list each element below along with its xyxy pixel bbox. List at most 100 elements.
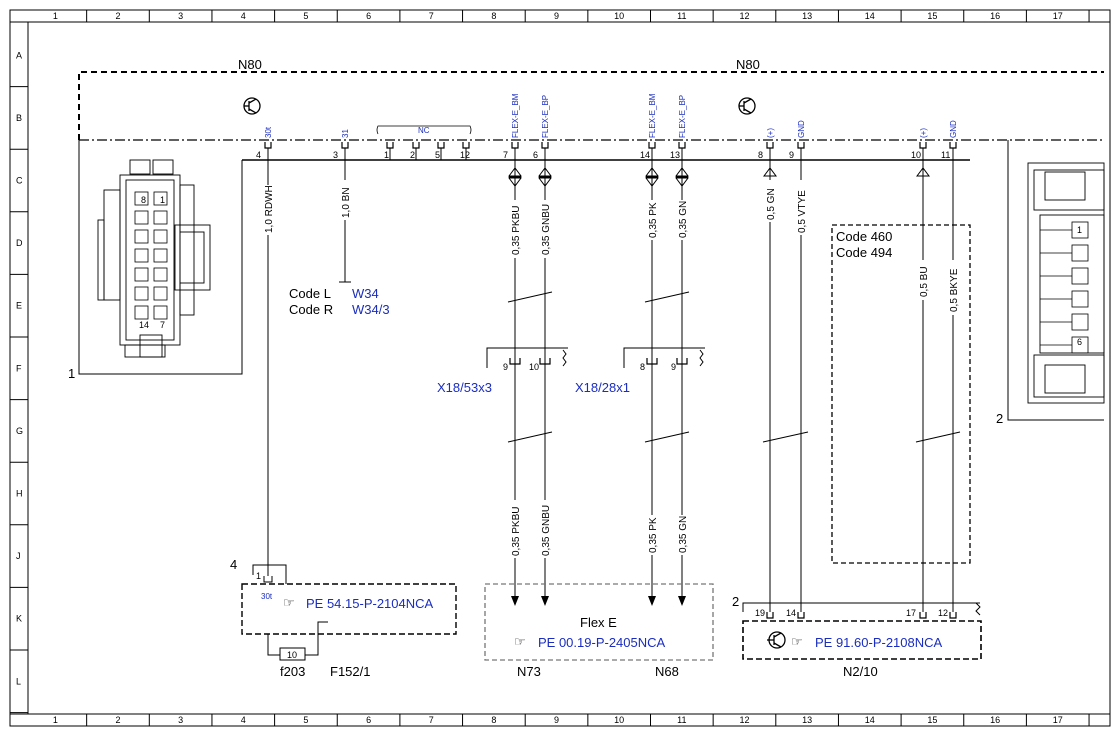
connector-1-pin: 1 (160, 195, 165, 205)
connector-cell (153, 229, 168, 244)
connector-1-pin: 8 (141, 195, 146, 205)
flex-e-reference-link[interactable]: PE 00.19-P-2405NCA (538, 635, 666, 650)
n80-pin: 12 (460, 142, 470, 160)
pin-number: 6 (533, 150, 538, 160)
connector-2-drawing (1027, 162, 1105, 404)
pin-number: 9 (789, 150, 794, 160)
grid-row-label: C (16, 176, 23, 186)
n80-pin: 2 (410, 142, 420, 160)
pin-signal: FLEX-E_BM (648, 93, 657, 138)
grid-column-label: 9 (554, 11, 559, 21)
grid-row-label: G (16, 426, 23, 436)
f152-pin-signal: 30t (261, 592, 273, 601)
pin-number: 2 (410, 150, 415, 160)
connector-2-pin: 1 (1077, 225, 1082, 235)
grid-column-label: 10 (614, 11, 624, 21)
nc-label: NC (418, 126, 430, 135)
pin-tick (341, 142, 349, 149)
wire-label-masks (261, 180, 960, 558)
grid-column-label: 4 (241, 11, 246, 21)
pin-tick (511, 142, 519, 149)
code-r-ref: W34/3 (352, 302, 390, 317)
grid-row-label: F (16, 363, 22, 373)
connector-cell (153, 210, 168, 225)
n80-pin: 331 (333, 129, 350, 160)
flex-e-box (484, 583, 714, 661)
f152-pin-bracket (252, 564, 328, 661)
f152-number: 4 (230, 557, 237, 572)
n2-label: N2/10 (843, 664, 878, 679)
pin-signal: FLEX-E_BM (511, 93, 520, 138)
connector-cell (134, 210, 149, 225)
transistor-icon (767, 631, 786, 649)
pin-number: 4 (256, 150, 261, 160)
code-l-ref: W34 (352, 286, 379, 301)
connector-cell (134, 229, 149, 244)
wire-label: 0,35 PK (648, 517, 659, 553)
grid-column-label: 7 (429, 715, 434, 725)
n2-reference-link[interactable]: PE 91.60-P-2108NCA (815, 635, 943, 650)
grid-row-label: D (16, 238, 23, 248)
flex-e-title: Flex E (580, 615, 617, 630)
pin-number: 7 (503, 150, 508, 160)
pin-tick (437, 142, 445, 149)
pin-number: 1 (384, 150, 389, 160)
wire-label: 0,35 GN (678, 516, 689, 553)
grid-column-label: 14 (865, 11, 875, 21)
connector-1-pin: 7 (160, 320, 165, 330)
pin-tick (412, 142, 420, 149)
connector-1-pin: 14 (139, 320, 149, 330)
f152-reference-link[interactable]: PE 54.15-P-2104NCA (306, 596, 434, 611)
connector-2-cells (1040, 221, 1089, 354)
wire-label: 0,35 GNBU (541, 505, 552, 556)
x18-53-connector (486, 347, 568, 368)
connector-cell (1071, 267, 1089, 285)
pin-number: 5 (435, 150, 440, 160)
grid-column-label: 6 (366, 11, 371, 21)
pin-number: 14 (640, 150, 650, 160)
fuse-number: 10 (287, 650, 297, 660)
n68-label: N68 (655, 664, 679, 679)
wire-label: 0,35 GNBU (541, 204, 552, 255)
grid-row-label: K (16, 614, 22, 624)
wire-label: 0,5 BKYE (949, 268, 960, 312)
grid-row-label: A (16, 50, 22, 60)
connector-cell (153, 286, 168, 301)
grid-column-label: 11 (677, 11, 686, 21)
grid-column-label: 1 (53, 11, 58, 21)
connector-2-pin: 6 (1077, 337, 1082, 347)
grid-column-label: 5 (303, 11, 308, 21)
pin-number: 12 (460, 150, 470, 160)
grid-column-label: 15 (927, 11, 937, 21)
bidirectional-arrow-group (508, 167, 689, 187)
n73-label: N73 (517, 664, 541, 679)
connector-2-number: 2 (996, 411, 1003, 426)
grid-column-label: 2 (115, 715, 120, 725)
pin-number: 11 (941, 150, 950, 160)
connector-1-drawing (97, 159, 211, 358)
grid-column-label: 12 (739, 11, 749, 21)
n80-left-label: N80 (238, 57, 262, 72)
grid-column-label: 3 (178, 11, 183, 21)
up-arrow-icons (763, 167, 930, 177)
wire-label: 0,5 GN (766, 188, 777, 220)
pin-tick (766, 142, 774, 149)
n2-pin: 19 (755, 608, 765, 618)
pin-tick (386, 142, 394, 149)
pin-signal: FLEX-E_BP (541, 95, 550, 138)
pin-number: 3 (333, 150, 338, 160)
grid-column-label: 3 (178, 715, 183, 725)
connector-cell (134, 248, 149, 263)
wire-label: 0,5 VTYE (797, 190, 808, 233)
connector-cell (153, 267, 168, 282)
grid-row-label: J (16, 551, 21, 561)
frame-border (9, 9, 1111, 727)
n80-module-outline (78, 71, 1104, 421)
connector-cell (153, 248, 168, 263)
grid-column-label: 16 (990, 715, 1000, 725)
bidirectional-arrow-icon (675, 167, 689, 187)
